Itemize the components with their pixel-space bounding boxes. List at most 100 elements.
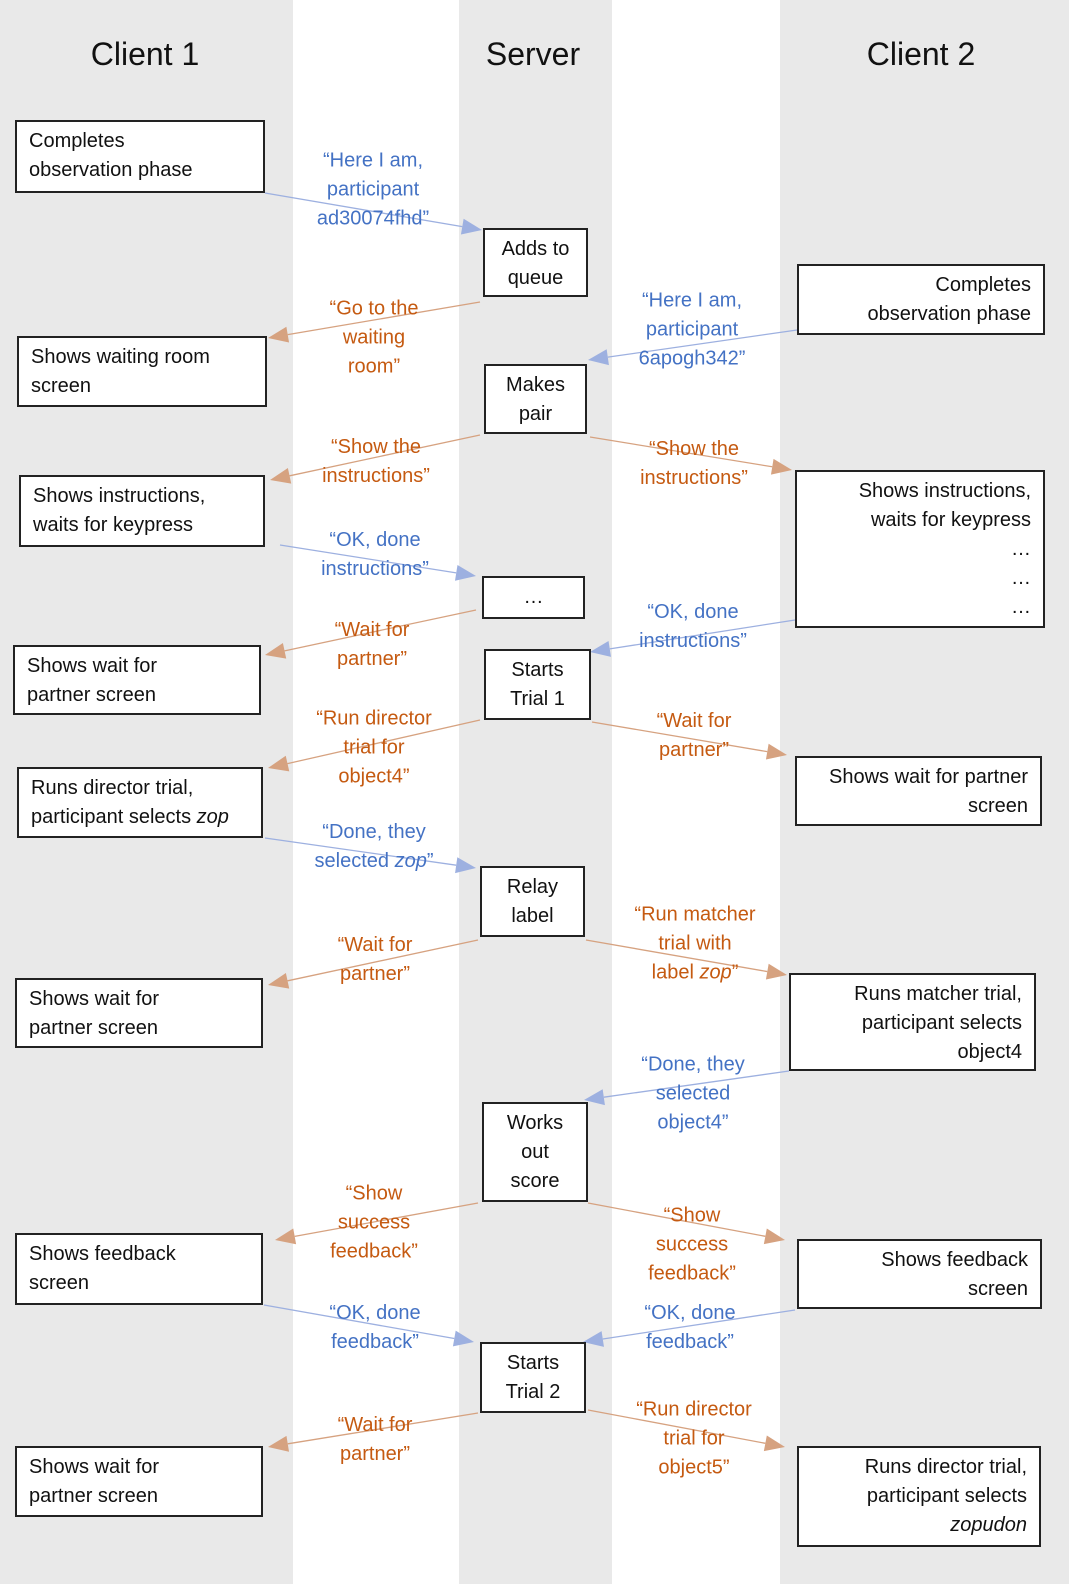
- text-line: instructions”: [640, 464, 748, 493]
- text-segment: 6apogh342”: [638, 347, 746, 370]
- arrowhead-icon: [454, 564, 476, 581]
- text-segment: screen: [967, 795, 1028, 817]
- request-arrow-line: [264, 837, 457, 866]
- text-line: Shows feedback: [29, 1240, 249, 1269]
- response-arrow-line: [289, 434, 481, 477]
- text-segment: participant: [326, 178, 420, 201]
- text-segment: “OK, done: [329, 1302, 421, 1324]
- text-line: success: [648, 1231, 736, 1260]
- text-segment: “Run director: [636, 1398, 752, 1421]
- client1-step-box: Shows waiting room screen: [17, 336, 267, 407]
- text-line: “OK, done: [321, 526, 429, 555]
- request-arrow-line: [602, 1309, 796, 1340]
- text-line: screen: [31, 372, 253, 401]
- text-segment: “Show the: [330, 436, 422, 458]
- text-line: selected: [641, 1080, 744, 1109]
- text-line: participant selects: [811, 1482, 1027, 1511]
- text-segment: screen: [31, 375, 92, 397]
- server-title: Server: [485, 36, 581, 72]
- response-arrow-line: [591, 721, 768, 753]
- response-arrow-line: [287, 939, 479, 982]
- text-line: feedback”: [330, 1238, 418, 1267]
- text-segment: feedback”: [646, 1331, 734, 1353]
- text-line: object4”: [316, 763, 432, 792]
- text-line: object5”: [636, 1454, 752, 1483]
- italic-text: zop: [196, 806, 229, 828]
- arrowhead-icon: [455, 857, 476, 874]
- text-line: 6apogh342”: [639, 345, 746, 374]
- arrowhead-icon: [583, 1331, 604, 1347]
- text-segment: Completes: [29, 130, 125, 152]
- text-line: Runs matcher trial,: [803, 980, 1022, 1009]
- text-segment: “Show: [345, 1182, 403, 1205]
- text-segment: “Run director: [316, 707, 432, 730]
- text-segment: partner”: [339, 963, 411, 985]
- arrowhead-icon: [268, 755, 290, 772]
- text-segment: instructions”: [639, 630, 747, 652]
- response-arrow-line: [287, 301, 481, 336]
- text-line: “Done, they: [641, 1051, 744, 1080]
- text-segment: “Done, they: [322, 821, 426, 843]
- text-line: participant selects: [803, 1009, 1022, 1038]
- text-line: …: [809, 535, 1031, 564]
- text-segment: Shows instructions,: [858, 480, 1031, 502]
- text-line: Adds to: [489, 235, 582, 264]
- response-arrow-line: [589, 436, 773, 468]
- text-line: zopudon: [811, 1511, 1027, 1540]
- text-segment: “Go to the: [329, 297, 419, 320]
- text-line: waiting: [330, 324, 419, 353]
- text-line: Makes: [490, 371, 581, 400]
- text-line: “Wait for: [657, 707, 732, 736]
- arrowhead-icon: [275, 1228, 297, 1245]
- text-segment: feedback”: [648, 1262, 736, 1285]
- request-message-label: “OK, done instructions”: [639, 598, 747, 656]
- text-segment: participant: [645, 318, 739, 341]
- arrowhead-icon: [270, 467, 292, 484]
- arrowhead-icon: [590, 641, 611, 657]
- text-segment: Makes: [506, 374, 565, 396]
- text-line: Starts: [490, 656, 585, 685]
- text-segment: “Run matcher: [634, 903, 756, 926]
- request-arrow-line: [607, 329, 798, 358]
- text-line: label: [486, 902, 579, 931]
- text-line: feedback”: [329, 1328, 420, 1357]
- text-segment: score: [510, 1170, 560, 1192]
- text-line: “Show the: [322, 433, 430, 462]
- text-segment: Shows feedback: [881, 1249, 1028, 1271]
- text-segment: …: [523, 586, 544, 608]
- text-line: feedback”: [648, 1260, 736, 1289]
- text-segment: “OK, done: [647, 601, 739, 623]
- text-line: “Run matcher: [634, 901, 755, 930]
- text-line: ad30074fhd”: [317, 205, 429, 234]
- text-segment: ”: [731, 961, 739, 984]
- arrowhead-icon: [763, 1435, 785, 1452]
- text-segment: …: [1011, 596, 1031, 618]
- text-segment: Trial 2: [505, 1381, 561, 1403]
- request-message-label: “Here I am, participant 6apogh342”: [639, 287, 746, 374]
- arrowhead-icon: [268, 972, 290, 989]
- text-line: pair: [490, 400, 581, 429]
- text-line: “Show: [648, 1202, 736, 1231]
- text-segment: “Here I am,: [641, 289, 743, 312]
- arrowhead-icon: [765, 963, 787, 980]
- arrowhead-icon: [584, 1089, 605, 1106]
- request-arrow-line: [609, 619, 796, 650]
- text-segment: Shows waiting room: [31, 346, 210, 368]
- text-line: instructions”: [321, 555, 429, 584]
- text-line: “Run director: [316, 705, 432, 734]
- text-line: Relay: [486, 873, 579, 902]
